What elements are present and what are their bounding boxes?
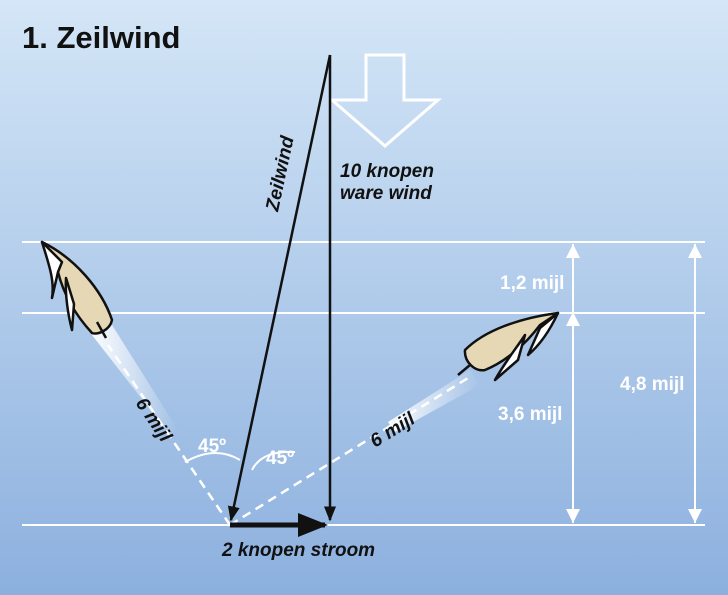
wake-right — [388, 370, 480, 432]
sailboat-left-icon — [40, 240, 114, 339]
sailboat-right-icon — [457, 311, 560, 382]
wind-direction-arrow-icon — [327, 53, 443, 148]
current-label: 2 knopen stroom — [221, 540, 375, 561]
dimension-lines — [566, 244, 702, 523]
angle-arcs — [184, 450, 296, 471]
reference-lines — [22, 241, 705, 526]
course-lines — [106, 344, 469, 527]
distance-top-label: 1,2 mijl — [500, 273, 564, 294]
distance-total-label: 4,8 mijl — [620, 374, 684, 395]
diagram-title: 1. Zeilwind — [22, 20, 180, 55]
true-wind-label-line1: 10 knopen — [340, 161, 434, 182]
angle-right-label: 45º — [266, 448, 294, 469]
true-wind-label-line2: ware wind — [340, 183, 432, 204]
sail-wind-vector — [227, 54, 332, 522]
distance-bottom-label: 3,6 mijl — [498, 404, 562, 425]
angle-left-label: 45º — [198, 436, 226, 457]
wake-left — [92, 325, 178, 435]
